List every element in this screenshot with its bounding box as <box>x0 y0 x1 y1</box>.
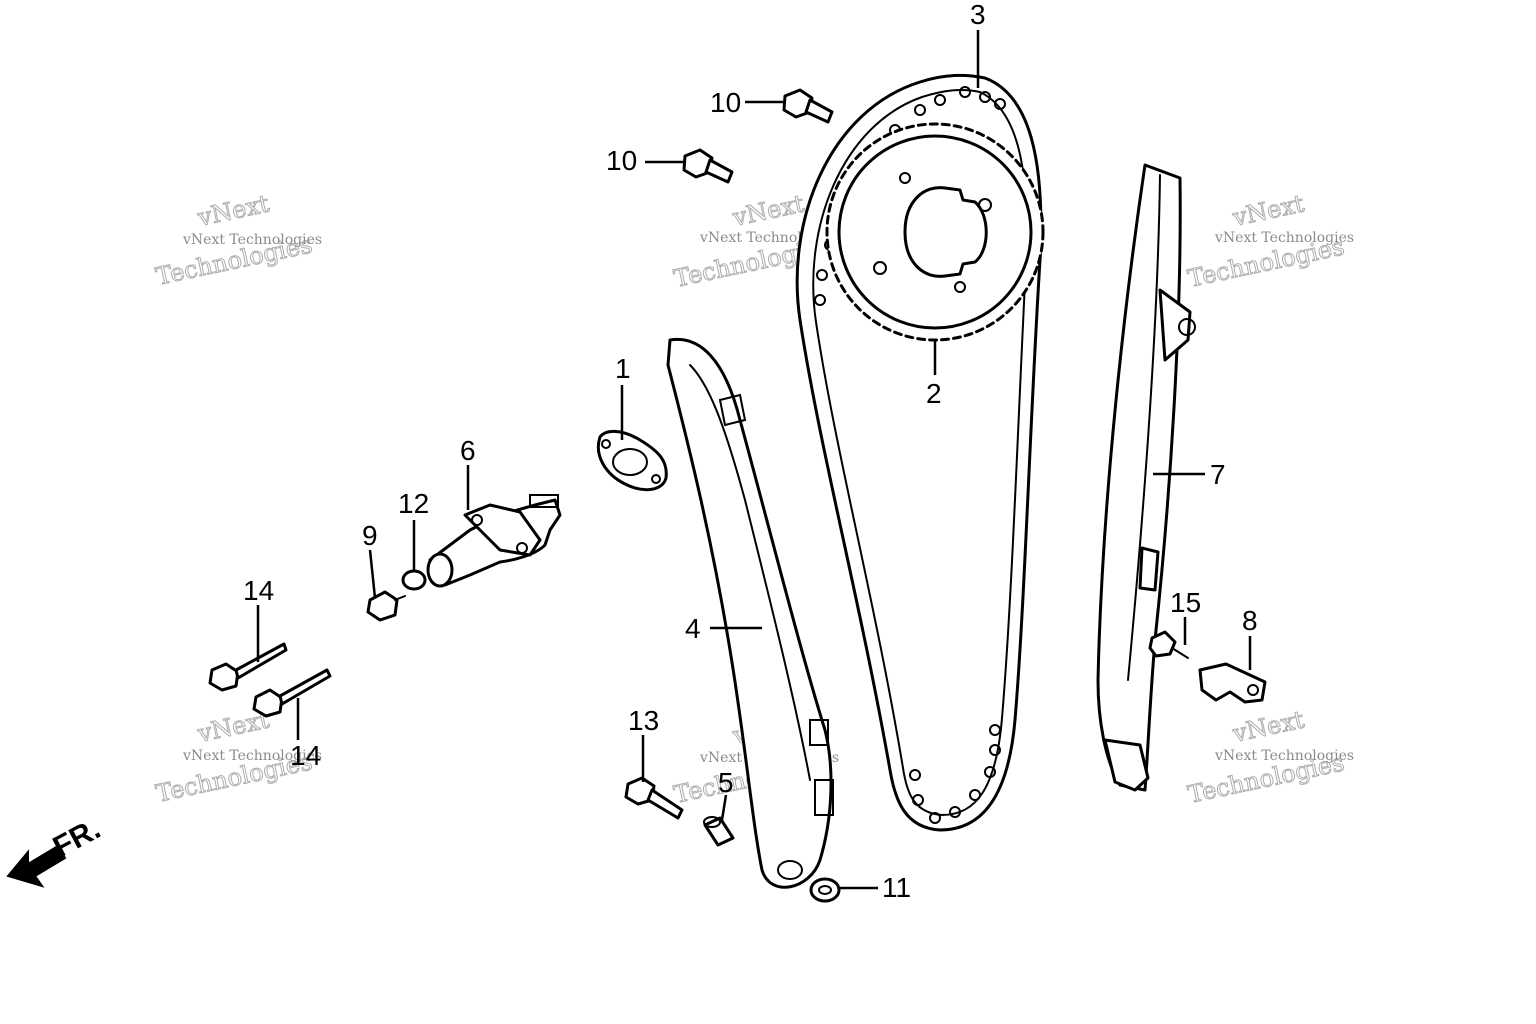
tensioner-lifter[interactable] <box>426 494 562 588</box>
callout-6: 6 <box>460 435 476 466</box>
bolt-14-lower[interactable] <box>252 668 332 718</box>
watermark-vnext: vNext <box>1229 705 1307 748</box>
collar[interactable] <box>703 816 735 847</box>
watermark-bottom-right: vNext Technologies vNext Technologies <box>1185 705 1354 809</box>
bolt-14-upper[interactable] <box>208 642 288 692</box>
watermark-small-text: vNext Technologies <box>182 232 322 248</box>
callout-9: 9 <box>362 520 378 551</box>
callout-12: 12 <box>398 488 429 519</box>
watermark-vnext: vNext <box>1229 189 1307 232</box>
callout-2: 2 <box>926 378 942 409</box>
callout-10-lower: 10 <box>606 145 637 176</box>
watermark-vnext: vNext <box>194 189 272 232</box>
watermark-top-right: vNext Technologies vNext Technologies <box>1185 189 1354 293</box>
chain-guide[interactable] <box>1096 163 1196 792</box>
callout-4: 4 <box>685 613 701 644</box>
bolt-10-lower[interactable] <box>682 148 734 184</box>
callout-14-upper: 14 <box>243 575 274 606</box>
callout-5: 5 <box>718 767 734 798</box>
front-direction-indicator: FR. <box>6 812 106 888</box>
front-arrow-icon <box>6 844 67 888</box>
chain-links-bottom <box>909 724 1001 824</box>
bolt-13[interactable] <box>624 776 684 820</box>
bolt-plug[interactable] <box>366 590 406 622</box>
callout-7: 7 <box>1210 459 1226 490</box>
tensioner-arm[interactable] <box>666 337 834 889</box>
watermark-vnext: vNext <box>729 189 807 232</box>
callout-13: 13 <box>628 705 659 736</box>
callout-14-lower: 14 <box>290 740 321 771</box>
callout-10-upper: 10 <box>710 87 741 118</box>
bolt-15[interactable] <box>1148 630 1189 659</box>
watermark-small-text: vNext Technologies <box>182 748 322 764</box>
callout-11: 11 <box>882 872 911 903</box>
callout-3: 3 <box>970 0 986 30</box>
cam-sprocket[interactable] <box>825 122 1045 342</box>
sealing-washer[interactable] <box>401 569 427 591</box>
watermark-small-text: vNext Technologies <box>1214 748 1354 764</box>
callout-1: 1 <box>615 353 631 384</box>
callout-8: 8 <box>1242 605 1258 636</box>
washer-11[interactable] <box>809 877 841 903</box>
watermark-small-text: vNext Technologies <box>1214 230 1354 246</box>
gasket[interactable] <box>597 429 668 492</box>
watermark-top-left: vNext Technologies vNext Technologies <box>153 189 322 291</box>
callouts: 3 2 1 6 12 9 14 14 10 10 4 7 8 15 13 5 1… <box>243 0 1258 903</box>
leader-lines <box>256 30 1252 890</box>
bracket[interactable] <box>1198 662 1267 704</box>
callout-15: 15 <box>1170 587 1201 618</box>
bolt-10-upper[interactable] <box>782 88 834 124</box>
